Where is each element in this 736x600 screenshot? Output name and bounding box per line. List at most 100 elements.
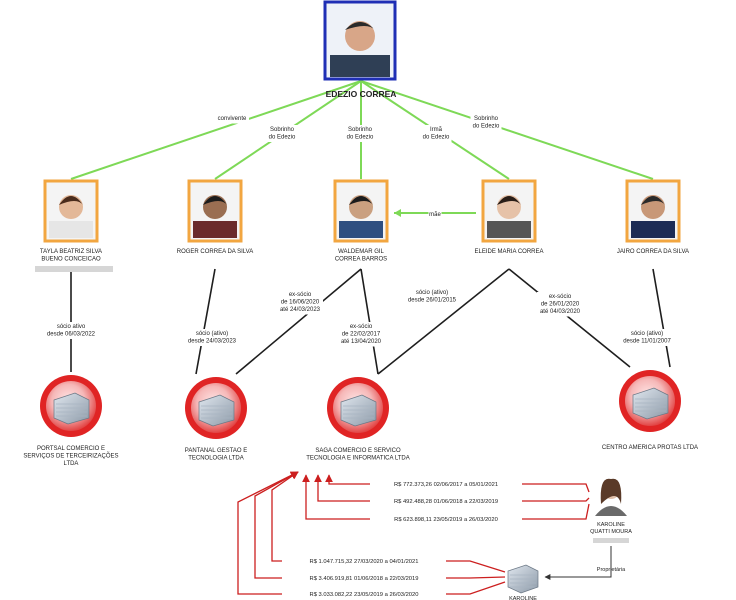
- company-name: SAGA COMERCIO E SERVICO: [315, 448, 401, 454]
- ownership-label-bg: [406, 288, 458, 305]
- kinship-label: Sobrinho: [474, 116, 499, 122]
- mother-label: mãe: [429, 212, 441, 218]
- root-photo-face: [345, 21, 375, 51]
- ownership-label: desde 26/01/2015: [408, 298, 457, 304]
- payment-label: R$ 492.488,28 01/06/2018 a 22/03/2019: [394, 499, 498, 505]
- payment-label-bg: [370, 514, 522, 522]
- kinship-label-bg: [344, 125, 376, 142]
- kinship-label: Irmã: [430, 127, 443, 133]
- ownership-label-bg: [277, 290, 323, 315]
- ownership-edge: [508, 268, 631, 368]
- ownership-label: até 13/04/2020: [341, 339, 382, 345]
- person-node: [187, 179, 243, 243]
- payment-label: R$ 3.033.082,22 23/05/2019 a 26/03/2020: [310, 592, 419, 598]
- payment-label-bg: [282, 589, 446, 597]
- person-name: CORREA BARROS: [335, 257, 387, 263]
- payment-label: R$ 772.373,26 02/06/2017 a 05/01/2021: [394, 482, 498, 488]
- person-photo-hair: [497, 196, 521, 205]
- ownership-label: até 24/03/2023: [280, 307, 321, 313]
- payment-label-bg: [282, 573, 446, 581]
- person-photo-hair: [59, 196, 83, 205]
- ownership-label: desde 24/03/2023: [188, 339, 237, 345]
- kinship-edge: [70, 80, 362, 180]
- company-name: PANTANAL GESTAO E: [185, 448, 247, 454]
- company-node: [619, 370, 681, 432]
- payment-flow: [254, 471, 506, 579]
- person-photo-shirt: [193, 221, 237, 238]
- person-photo-hair: [203, 196, 227, 205]
- ownership-edge: [377, 268, 510, 375]
- ownership-label-bg: [338, 322, 384, 347]
- ownership-label: até 04/03/2020: [540, 309, 581, 315]
- person-photo-shirt: [339, 221, 383, 238]
- person-name: WALDEMAR GIL: [338, 249, 384, 255]
- person-name: ELEIDE MARIA CORREA: [474, 249, 543, 255]
- payment-flow: [237, 471, 506, 595]
- kinship-edge: [360, 80, 654, 180]
- kinship-label: convivente: [218, 116, 247, 122]
- karoline-name: KAROLINE: [597, 522, 625, 528]
- kinship-label-bg: [470, 114, 502, 131]
- person-name: ROGER CORREA DA SILVA: [177, 249, 253, 255]
- ownership-label: sócio ativo: [57, 324, 86, 330]
- payment-label-bg: [282, 556, 446, 564]
- owner-edge: [544, 546, 612, 580]
- company-node: [185, 377, 247, 439]
- ownership-edge: [360, 268, 379, 375]
- payment-label: R$ 623.898,11 23/05/2019 a 26/03/2020: [394, 517, 498, 523]
- ownership-label: sócio (ativo): [416, 290, 448, 296]
- payment-label-bg: [370, 479, 522, 487]
- ownership-label: ex-sócio: [350, 324, 373, 330]
- payment-label: R$ 1.047.715,32 27/03/2020 a 04/01/2021: [310, 559, 419, 565]
- ownership-edge: [195, 268, 216, 375]
- company-name: LTDA: [64, 461, 79, 467]
- kinship-label: do Edezio: [423, 135, 450, 141]
- kinship-label-bg: [420, 125, 452, 142]
- company-name: SERVIÇOS DE TERCEIRIZAÇÕES: [23, 453, 118, 460]
- person-name: BUENO CONCEICAO: [41, 257, 101, 263]
- person-name: TAYLA BEATRIZ SILVA: [40, 249, 102, 255]
- ownership-edge: [235, 268, 362, 375]
- ownership-label: sócio (ativo): [196, 331, 228, 337]
- company-name: CENTRO AMERICA PROTAS LTDA: [602, 445, 698, 451]
- root-photo-shirt: [330, 55, 390, 77]
- ownership-label: de 16/06/2020: [281, 300, 320, 306]
- ownership-label: sócio (ativo): [631, 331, 663, 337]
- payment-flow: [271, 471, 506, 573]
- ownership-label-bg: [45, 322, 97, 339]
- mother-arrowhead: [394, 209, 401, 217]
- kinship-label-bg: [266, 125, 298, 142]
- person-photo-shirt: [49, 221, 93, 238]
- kinship-label: do Edezio: [473, 124, 500, 130]
- ownership-label: desde 11/01/2007: [623, 339, 671, 345]
- payment-label-bg: [370, 496, 522, 504]
- company-name: PORTSAL COMERCIO E: [37, 446, 105, 452]
- kinship-label: Sobrinho: [348, 127, 373, 133]
- person-photo-shirt: [487, 221, 531, 238]
- redacted-bar: [35, 266, 113, 272]
- karoline-redacted: [593, 538, 629, 543]
- ownership-label-bg: [186, 329, 238, 346]
- ownership-label-bg: [537, 292, 583, 317]
- karoline-photo-hair: [600, 478, 622, 504]
- mother-label-bg: [428, 210, 442, 220]
- person-node: [481, 179, 537, 243]
- ownership-label-bg: [621, 329, 673, 346]
- ownership-label: ex-sócio: [549, 294, 572, 300]
- kinship-label: Sobrinho: [270, 127, 295, 133]
- person-node: [625, 179, 681, 243]
- kinship-label: do Edezio: [347, 135, 374, 141]
- root-photo-hair: [345, 22, 375, 30]
- ownership-label: desde 06/03/2022: [47, 332, 96, 338]
- person-node: [43, 179, 99, 243]
- person-photo-hair: [641, 196, 665, 205]
- company-node: [40, 375, 102, 437]
- owner-label: Proprietária: [597, 567, 626, 573]
- karoline-company-name: KAROLINE: [509, 596, 537, 600]
- ownership-label: de 22/02/2017: [342, 332, 381, 338]
- payment-label: R$ 3.406.919,81 01/06/2018 a 22/03/2019: [310, 576, 419, 582]
- ownership-label: ex-sócio: [289, 292, 312, 298]
- kinship-label: do Edezio: [269, 135, 296, 141]
